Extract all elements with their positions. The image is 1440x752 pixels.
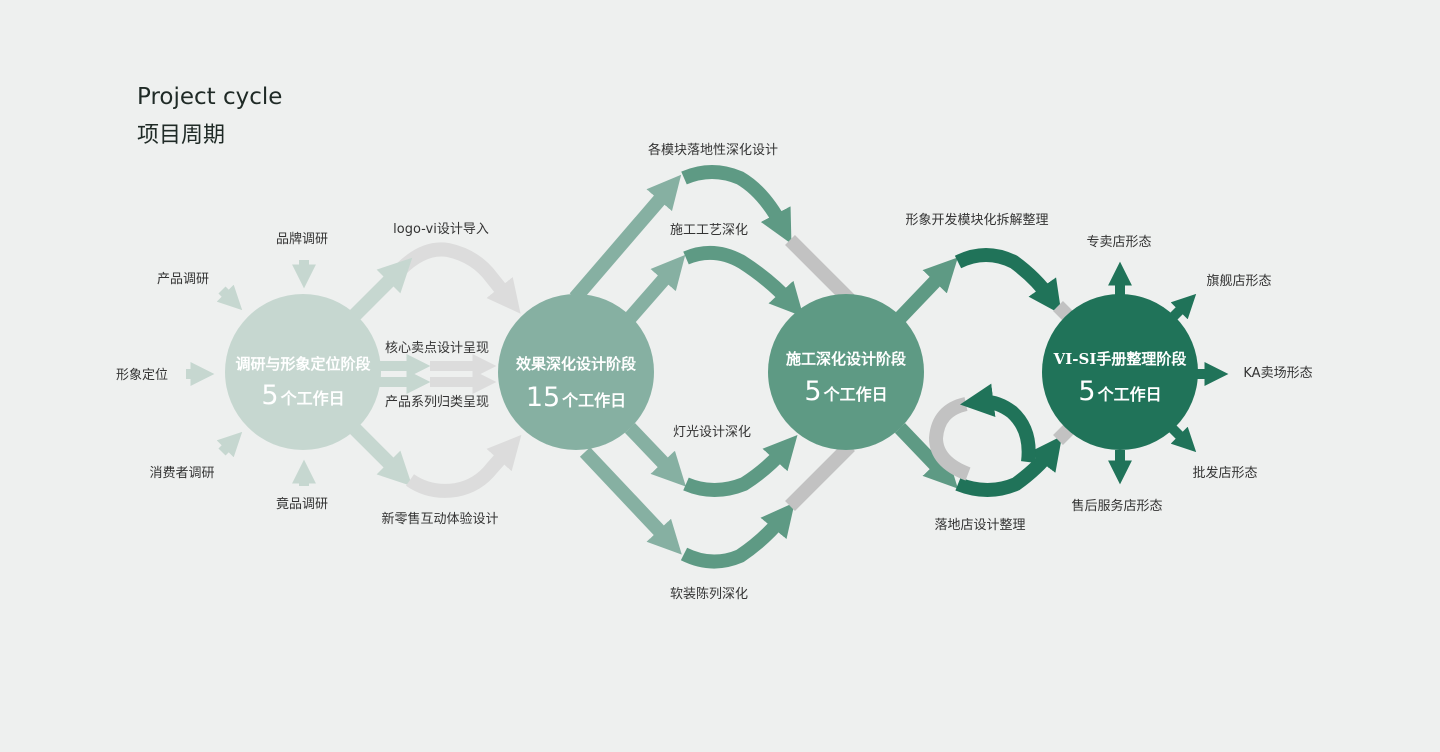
task-label-soft-furnishing: 软装陈列深化 [670, 586, 748, 602]
task-label-product-series: 产品系列归类呈现 [385, 395, 489, 410]
loop-arrow [928, 397, 971, 481]
stage-3-circle [768, 294, 924, 450]
input-label-consumer: 消费者调研 [149, 466, 214, 481]
stage1-task-labels: logo-vi设计导入 核心卖点设计呈现 产品系列归类呈现 新零售互动体验设计 [381, 222, 498, 527]
output-arrow-wholesale [1168, 424, 1197, 453]
input-labels: 品牌调研 产品调研 形象定位 消费者调研 竟品调研 [116, 231, 328, 512]
input-arrow-product [216, 284, 243, 311]
task-label-modular-breakdown: 形象开发模块化拆解整理 [905, 212, 1048, 228]
stage-4-title: VI-SI手册整理阶段 [1053, 350, 1187, 368]
task-label-logo-vi: logo-vi设计导入 [393, 222, 489, 237]
output-labels: 专卖店形态 旗舰店形态 KA卖场形态 批发店形态 售后服务店形态 [1071, 235, 1312, 514]
stage-2-circle [498, 294, 654, 450]
output-label-after-sales: 售后服务店形态 [1071, 498, 1162, 514]
stage3-task-labels: 形象开发模块化拆解整理 落地店设计整理 [905, 212, 1048, 533]
stage-3-title: 施工深化设计阶段 [786, 350, 906, 368]
task-label-store-design: 落地店设计整理 [934, 518, 1025, 533]
output-arrow-flagship [1168, 293, 1197, 322]
stage-4-circle [1042, 294, 1198, 450]
input-label-brand: 品牌调研 [276, 231, 328, 247]
input-arrow-consumer [216, 431, 243, 458]
stage3-flow-arrows [894, 248, 1077, 497]
task-label-lighting: 灯光设计深化 [673, 425, 751, 440]
input-label-competitor: 竟品调研 [276, 497, 328, 512]
input-label-positioning: 形象定位 [116, 368, 168, 383]
flow-arrow-new-retail [343, 417, 413, 487]
stage-1-title: 调研与形象定位阶段 [235, 355, 370, 373]
flow-arrow-module-design [569, 174, 682, 303]
task-label-module-design: 各模块落地性深化设计 [648, 142, 778, 158]
flow-arrow-logo-vi [343, 242, 521, 327]
stage-1-circle [225, 294, 381, 450]
stage2-flow-arrows [569, 165, 855, 569]
output-label-flagship: 旗舰店形态 [1206, 273, 1271, 289]
flow-arrow-soft-furnishing [579, 447, 682, 555]
page-title-zh: 项目周期 [137, 123, 226, 148]
stage-2-title: 效果深化设计阶段 [516, 355, 636, 373]
flow-arrow-modular-breakdown [894, 257, 958, 323]
stage2-task-labels: 各模块落地性深化设计 施工工艺深化 灯光设计深化 软装陈列深化 [648, 142, 778, 602]
task-label-new-retail: 新零售互动体验设计 [381, 511, 498, 527]
task-label-construction: 施工工艺深化 [670, 223, 748, 238]
flow-arrow-store-design [894, 423, 958, 489]
page-title-en: Project cycle [137, 84, 283, 110]
input-arrows [186, 260, 317, 486]
output-label-ka: KA卖场形态 [1243, 366, 1312, 381]
stage1-flow-arrows [343, 242, 522, 498]
flow-arrow-lighting [624, 423, 686, 487]
flow-arrow-construction [624, 254, 686, 323]
input-label-product: 产品调研 [157, 272, 209, 287]
output-label-wholesale: 批发店形态 [1192, 465, 1257, 481]
task-label-selling-point: 核心卖点设计呈现 [385, 341, 489, 356]
output-label-exclusive: 专卖店形态 [1086, 235, 1151, 250]
